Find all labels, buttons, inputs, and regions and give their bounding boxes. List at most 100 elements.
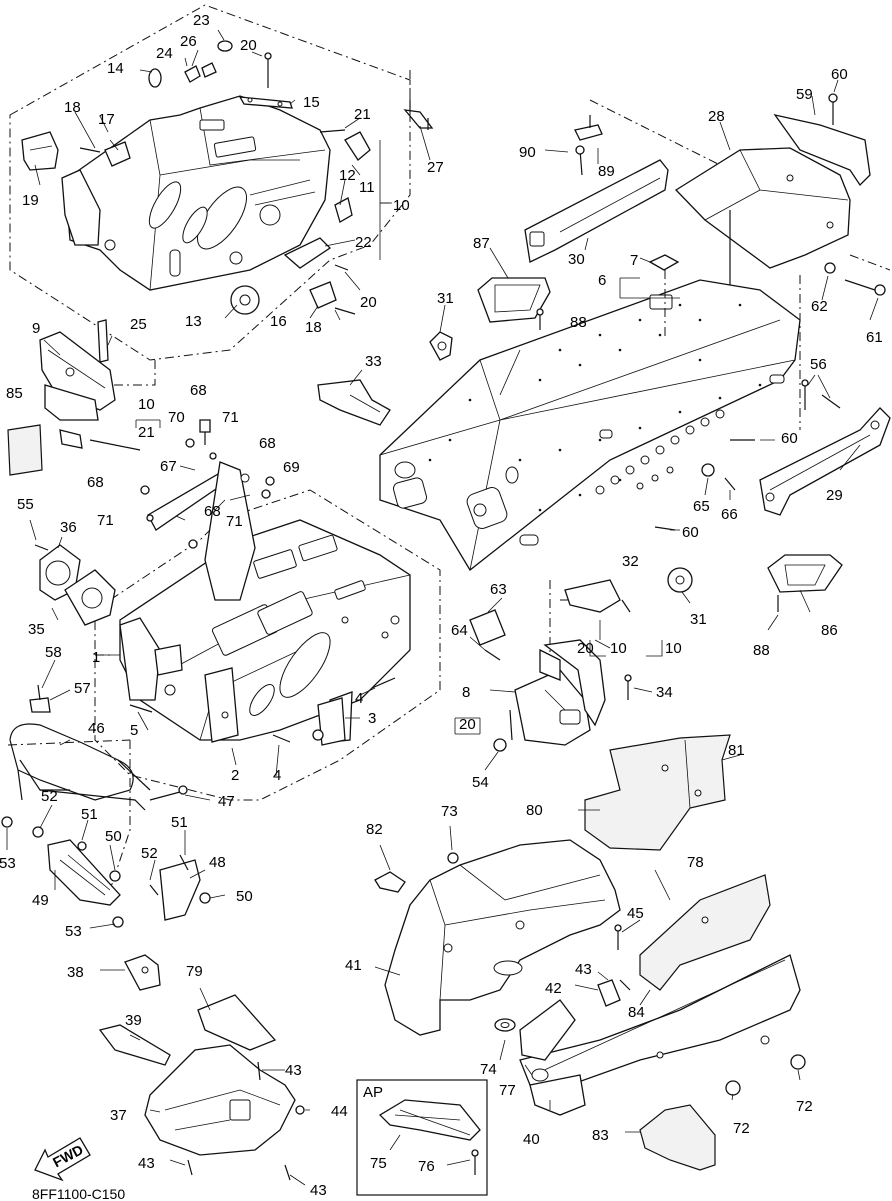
callout-47: 47	[218, 793, 235, 810]
callout-52: 52	[141, 845, 158, 862]
fwd-arrow: FWD	[34, 1137, 91, 1182]
callout-87: 87	[473, 235, 490, 252]
callout-64: 64	[451, 622, 468, 639]
callout-88: 88	[753, 642, 770, 659]
callout-35: 35	[28, 621, 45, 638]
callout-77: 77	[499, 1082, 516, 1099]
callout-67: 67	[160, 458, 177, 475]
callout-6: 6	[598, 272, 606, 289]
callout-65: 65	[693, 498, 710, 515]
callout-81: 81	[728, 742, 745, 759]
callout-20: 20	[577, 640, 594, 657]
callout-60: 60	[831, 66, 848, 83]
callout-18: 18	[64, 99, 81, 116]
callout-73: 73	[441, 803, 458, 820]
callout-56: 56	[810, 356, 827, 373]
middle-frame-group	[94, 419, 441, 801]
callout-21: 21	[354, 106, 371, 123]
callout-46: 46	[88, 720, 105, 737]
callout-54: 54	[472, 774, 489, 791]
callout-71: 71	[222, 409, 239, 426]
ap-inset: AP	[356, 1079, 488, 1196]
drawing-code: 8FF1100-C150	[32, 1186, 125, 1201]
callout-59: 59	[796, 86, 813, 103]
callout-10: 10	[393, 197, 410, 214]
callout-34: 34	[656, 684, 673, 701]
callout-72: 72	[796, 1098, 813, 1115]
left-lower-parts	[29, 519, 116, 713]
callout-20: 20	[240, 37, 257, 54]
callout-31: 31	[690, 611, 707, 628]
callout-82: 82	[366, 821, 383, 838]
callout-7: 7	[630, 252, 638, 269]
callout-66: 66	[721, 506, 738, 523]
callout-86: 86	[821, 622, 838, 639]
callout-61: 61	[866, 329, 883, 346]
callout-43: 43	[310, 1182, 327, 1199]
label-brackets	[135, 140, 663, 735]
callout-4: 4	[355, 690, 363, 707]
callout-78: 78	[687, 854, 704, 871]
callout-51: 51	[171, 814, 188, 831]
callout-32: 32	[622, 553, 639, 570]
callout-19: 19	[22, 192, 39, 209]
callout-1: 1	[92, 649, 100, 666]
center-lower-group	[469, 579, 653, 771]
callout-25: 25	[130, 316, 147, 333]
callout-39: 39	[125, 1012, 142, 1029]
callout-63: 63	[490, 581, 507, 598]
callout-27: 27	[427, 159, 444, 176]
callout-71: 71	[97, 512, 114, 529]
callout-10: 10	[138, 396, 155, 413]
callout-90: 90	[519, 144, 536, 161]
callout-31: 31	[437, 290, 454, 307]
callout-23: 23	[193, 12, 210, 29]
callout-71: 71	[226, 513, 243, 530]
callout-72: 72	[733, 1120, 750, 1137]
rear-upper-group	[409, 70, 891, 430]
callout-labels: 1 2 3 4 4 5 6 7 8 9 10 10 10 10 11 12 13…	[0, 12, 883, 1199]
callout-75: 75	[370, 1155, 387, 1172]
tunnel-group	[317, 247, 801, 571]
callout-13: 13	[185, 313, 202, 330]
callout-41: 41	[345, 957, 362, 974]
callout-10: 10	[665, 640, 682, 657]
callout-62: 62	[811, 298, 828, 315]
callout-89: 89	[598, 163, 615, 180]
callout-18: 18	[305, 319, 322, 336]
callout-68: 68	[190, 382, 207, 399]
callout-50: 50	[236, 888, 253, 905]
callout-10: 10	[610, 640, 627, 657]
callout-8: 8	[462, 684, 470, 701]
callout-48: 48	[209, 854, 226, 871]
callout-3: 3	[368, 710, 376, 727]
callout-60: 60	[682, 524, 699, 541]
body-panels-group	[374, 734, 806, 1171]
callout-43: 43	[285, 1062, 302, 1079]
callout-68: 68	[204, 503, 221, 520]
callout-60: 60	[781, 430, 798, 447]
callout-58: 58	[45, 644, 62, 661]
callout-80: 80	[526, 802, 543, 819]
callout-76: 76	[418, 1158, 435, 1175]
left-panel-group	[7, 319, 141, 476]
rear-rail-group	[654, 374, 891, 631]
tunnel-rivets	[428, 303, 762, 512]
callout-85: 85	[6, 385, 23, 402]
callout-30: 30	[568, 251, 585, 268]
callout-28: 28	[708, 108, 725, 125]
bumper-group	[1, 723, 226, 991]
callout-37: 37	[110, 1107, 127, 1124]
callout-2: 2	[231, 767, 239, 784]
tunnel-vent-holes	[595, 409, 725, 495]
callout-53: 53	[0, 855, 16, 872]
callout-69: 69	[283, 459, 300, 476]
callout-83: 83	[592, 1127, 609, 1144]
callout-36: 36	[60, 519, 77, 536]
callout-26: 26	[180, 33, 197, 50]
callout-43: 43	[575, 961, 592, 978]
callout-29: 29	[826, 487, 843, 504]
lower-guard-group	[98, 987, 310, 1186]
callout-11: 11	[359, 179, 375, 196]
